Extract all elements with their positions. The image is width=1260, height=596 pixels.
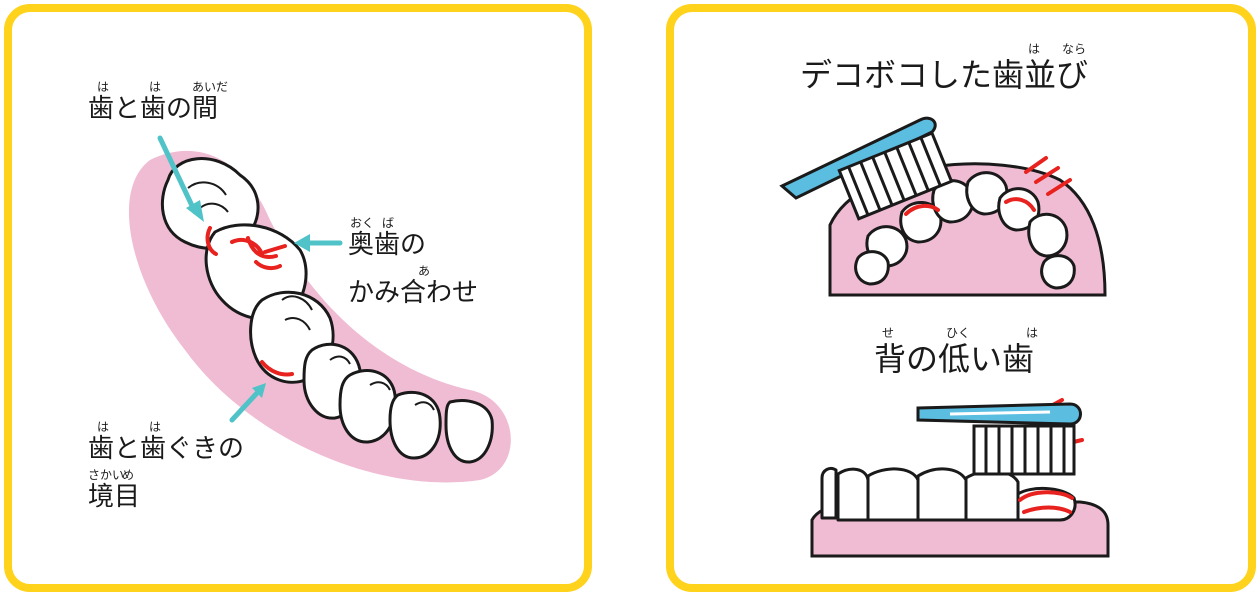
short-tooth-illustration	[810, 398, 1110, 558]
highlight-gap	[205, 226, 218, 256]
label-gumline-line2: 境目	[88, 482, 141, 512]
highlight-molar	[230, 236, 287, 271]
incisor	[444, 399, 494, 464]
label-molar: おく ば 奥歯の あ かみ合わせ	[348, 216, 479, 308]
toothbrush-short	[916, 402, 1082, 476]
label-gumline-line1: 歯と歯ぐきの	[88, 434, 245, 464]
canine	[388, 390, 442, 460]
label-crooked-text: デコボコした歯並び	[800, 56, 1089, 94]
toothbrush-crooked	[779, 116, 954, 221]
lower-jaw-illustration	[128, 135, 511, 483]
label-molar-line1: 奥歯の	[348, 230, 427, 260]
highlight-gumline	[260, 360, 294, 377]
label-gap-text: 歯と歯の間	[88, 94, 219, 124]
label-short: せ ひく は 背の低い歯	[874, 326, 1039, 378]
label-molar-line2: かみ合わせ	[348, 278, 479, 308]
premolar-2	[338, 369, 397, 444]
label-crooked: は なら デコボコした歯並び	[800, 42, 1089, 94]
label-gap: は は あいだ 歯と歯の間	[88, 80, 229, 124]
label-gumline: は は 歯と歯ぐきの さかい め 境目	[88, 420, 245, 512]
label-short-text: 背の低い歯	[874, 340, 1035, 378]
crooked-teeth-illustration	[779, 116, 1107, 297]
